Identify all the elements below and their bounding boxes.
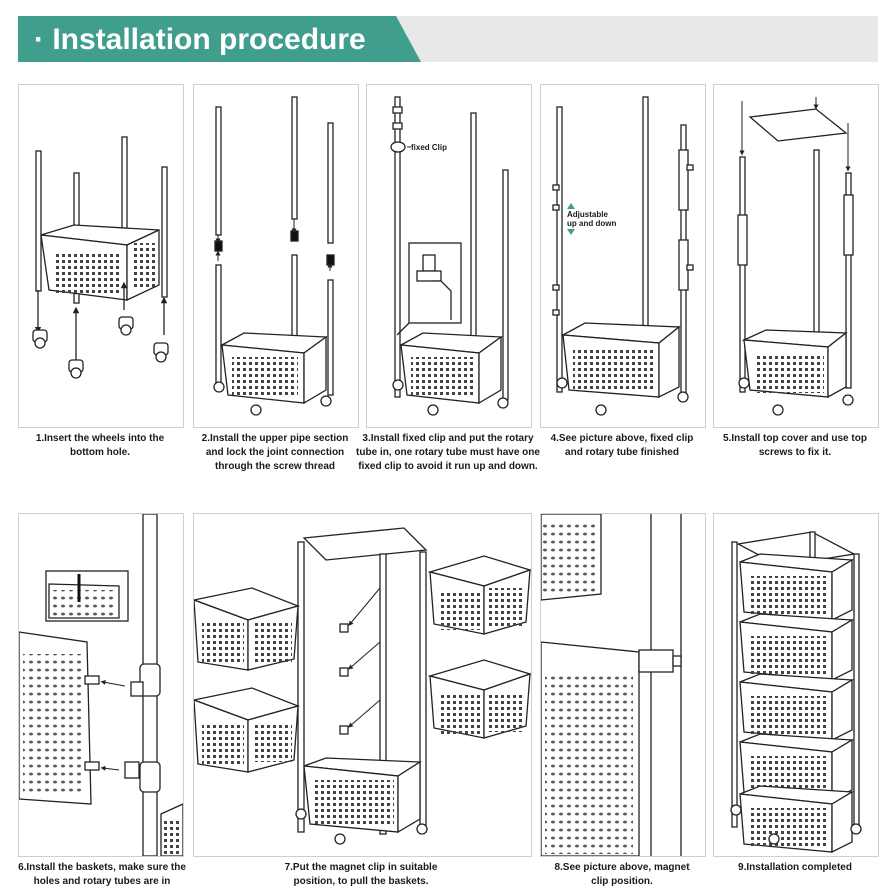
step-2-caption: 2.Install the upper pipe section and loc…: [199, 432, 351, 474]
step-6-caption: 6.Install the baskets, make sure the hol…: [18, 861, 186, 889]
step-3-illustration: fixed Clip: [366, 84, 532, 428]
step-3-drawing: fixed Clip: [367, 85, 531, 427]
step-3-caption: 3.Install fixed clip and put the rotary …: [356, 432, 540, 474]
adjustable-label-2: up and down: [567, 219, 616, 228]
step-9-caption: 9.Installation completed: [719, 861, 871, 875]
step-5-illustration: [713, 84, 879, 428]
step-7-illustration: [193, 513, 532, 857]
step-6-illustration: [18, 513, 184, 857]
adjustable-label: Adjustable: [567, 210, 608, 219]
page-title: · Installation procedure: [34, 20, 366, 60]
step-1-drawing: [19, 85, 183, 427]
step-7-caption: 7.Put the magnet clip in suitable positi…: [270, 861, 452, 889]
step-5-drawing: [714, 85, 878, 427]
step-5-caption: 5.Install top cover and use top screws t…: [719, 432, 871, 460]
step-4-illustration: Adjustable up and down: [540, 84, 706, 428]
step-1-caption: 1.Insert the wheels into the bottom hole…: [24, 432, 176, 460]
step-9-illustration: [713, 513, 879, 857]
step-1-illustration: [18, 84, 184, 428]
step-2-drawing: [194, 85, 358, 427]
step-8-drawing: [541, 514, 705, 856]
step-9-drawing: [714, 514, 878, 856]
step-8-caption: 8.See picture above, magnet clip positio…: [546, 861, 698, 889]
step-6-drawing: [19, 514, 183, 856]
step-4-caption: 4.See picture above, fixed clip and rota…: [546, 432, 698, 460]
step-4-drawing: Adjustable up and down: [541, 85, 705, 427]
step-2-illustration: [193, 84, 359, 428]
step-8-illustration: [540, 513, 706, 857]
step-7-drawing: [194, 514, 531, 856]
fixed-clip-label: fixed Clip: [411, 143, 447, 152]
